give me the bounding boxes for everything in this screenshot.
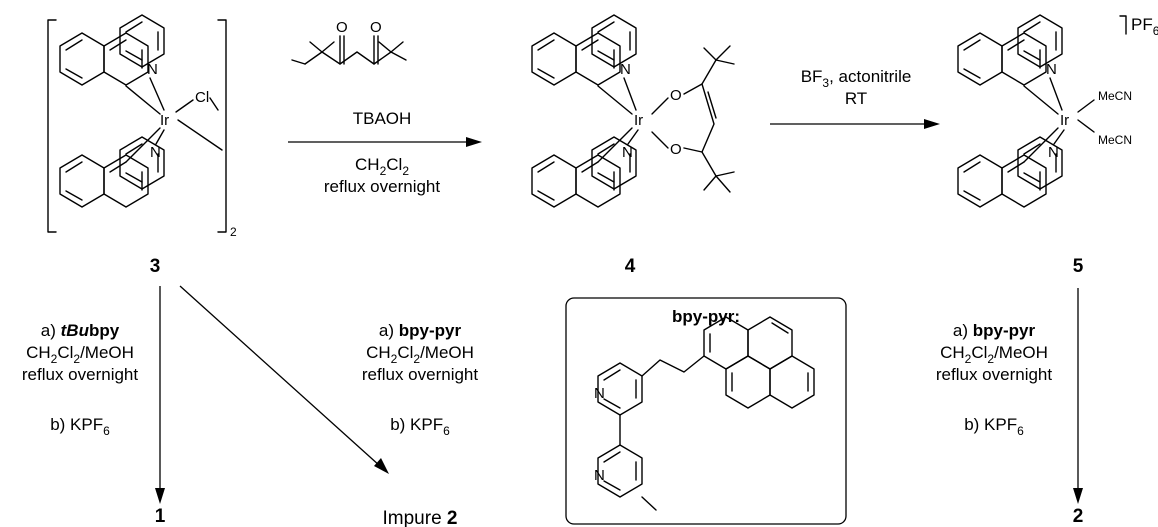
compound-3-structure: 2 N Ir Cl N (47, 14, 237, 239)
counterion-pf6: PF6 (1131, 15, 1158, 38)
arrow-3-to-4 (288, 137, 482, 147)
tbubpy-solvent: CH2Cl2/MeOH (26, 343, 134, 366)
bpy-pyr-ligand-box: bpy-pyr: N N (565, 297, 847, 525)
bpypyr-conditions-right: reflux overnight (936, 365, 1053, 384)
arrow-5-to-2 (1073, 288, 1083, 504)
atom-n-top: N (147, 61, 158, 78)
atom-o-top-4: O (670, 87, 682, 104)
bpypyr-step-a-right: a) bpy-pyr (953, 321, 1036, 340)
atom-ir-5: Ir (1060, 112, 1069, 129)
atom-cl: Cl (195, 89, 209, 106)
dipivaloylmethane-structure: O O (291, 19, 407, 65)
product-label-1: 1 (155, 506, 166, 527)
bpypyr-conditions-left: reflux overnight (362, 365, 479, 384)
step1-conditions: reflux overnight (324, 177, 441, 196)
ligand-n-top: N (594, 385, 605, 402)
compound-label-4: 4 (625, 256, 636, 277)
bpypyr-solvent-left: CH2Cl2/MeOH (366, 343, 474, 366)
atom-ir-4: Ir (634, 112, 643, 129)
compound-5-structure: N Ir N MeCN MeCN PF6 (957, 14, 1158, 208)
product-label-impure-2: Impure 2 (383, 508, 458, 527)
diketone-o-right: O (370, 19, 382, 36)
tbubpy-conditions: reflux overnight (22, 365, 139, 384)
bpypyr-step-b-left: b) KPF6 (390, 415, 450, 438)
atom-n-bottom: N (150, 144, 161, 161)
bpypyr-step-a-left: a) bpy-pyr (379, 321, 462, 340)
atom-n-top-4: N (620, 61, 631, 78)
arrow-3-to-impure-2 (179, 285, 389, 474)
product-label-2: 2 (1073, 506, 1084, 527)
step1-solvent: CH2Cl2 (355, 155, 409, 178)
ligand-box-title: bpy-pyr: (672, 307, 740, 326)
arrow-4-to-5 (770, 119, 940, 129)
atom-n-bottom-4: N (622, 144, 633, 161)
mecn-bottom: MeCN (1098, 133, 1132, 147)
compound-4-structure: N Ir N O O (531, 14, 735, 208)
compound-label-3: 3 (150, 256, 161, 277)
compound-label-5: 5 (1073, 256, 1084, 277)
step2-reagent: BF3, actonitrile (801, 67, 912, 90)
step2-temp: RT (845, 89, 867, 108)
tbubpy-step-a: a) tBubpy (41, 321, 120, 340)
dimer-subscript: 2 (230, 225, 237, 239)
bpypyr-step-b-right: b) KPF6 (964, 415, 1024, 438)
diketone-o-left: O (336, 19, 348, 36)
mecn-top: MeCN (1098, 89, 1132, 103)
arrow-3-to-1 (155, 286, 165, 504)
ligand-n-bottom: N (594, 467, 605, 484)
atom-n-bottom-5: N (1048, 144, 1059, 161)
bpypyr-solvent-right: CH2Cl2/MeOH (940, 343, 1048, 366)
atom-n-top-5: N (1046, 61, 1057, 78)
tbubpy-step-b: b) KPF6 (50, 415, 110, 438)
atom-o-bottom-4: O (670, 141, 682, 158)
step1-reagent: TBAOH (353, 109, 412, 128)
atom-ir: Ir (160, 112, 169, 129)
